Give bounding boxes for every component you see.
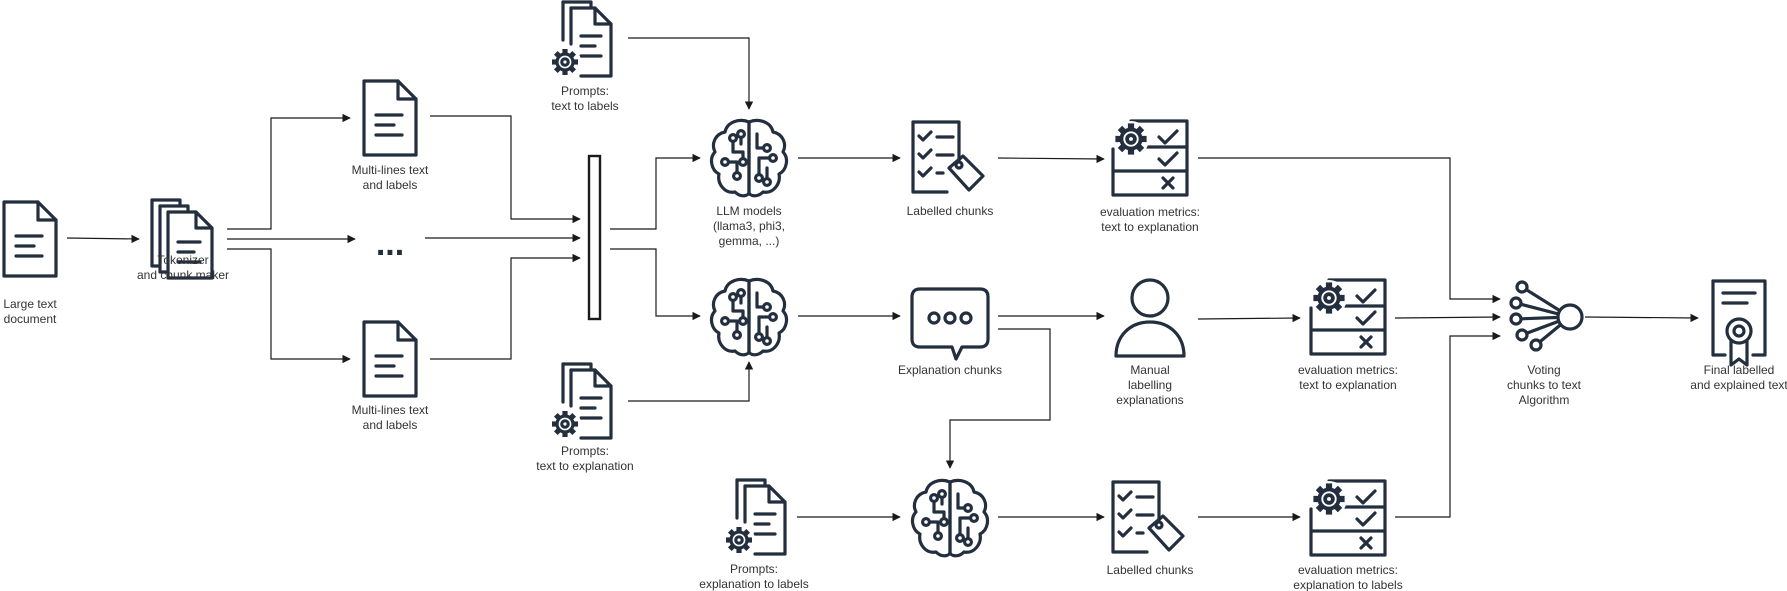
node-llm-explanation	[709, 277, 789, 357]
edges	[66, 37, 1699, 522]
ellipsis: ...	[376, 225, 404, 263]
user-icon	[1114, 278, 1186, 358]
node-large-text-document: Large text document	[2, 200, 58, 326]
label-line: explanations	[1116, 393, 1183, 407]
label-line: text to explanation	[1299, 378, 1396, 392]
node-labelled-chunks-top: Labelled chunks	[907, 120, 994, 218]
edge-prompts-to-llm-mid	[628, 361, 754, 402]
network-hub-icon	[1509, 280, 1584, 352]
edge-metrics-bottom-to-voting	[1395, 331, 1501, 518]
checklist-tag-icon	[1111, 480, 1185, 554]
node-final: Final labelled and explained text	[1690, 279, 1787, 392]
edge-voting-to-final	[1584, 313, 1699, 323]
node-eval-metrics-mid: evaluation metrics: text to explanation	[1298, 280, 1398, 392]
label-line: text to explanation	[1101, 220, 1198, 234]
metrics-gear-icon	[1113, 121, 1187, 195]
label-line: document	[4, 312, 57, 326]
label-line: evaluation metrics:	[1298, 363, 1398, 377]
label-line: Algorithm	[1519, 393, 1570, 407]
brain-circuit-icon	[709, 277, 789, 357]
label-line: chunks to text	[1507, 378, 1582, 392]
edge-explanation-to-llm-bottom	[945, 328, 1051, 469]
label-line: and chunk maker	[137, 268, 229, 282]
certificate-icon	[1711, 279, 1767, 367]
label-line: Prompts:	[561, 84, 609, 98]
node-eval-metrics-bottom: evaluation metrics: explanation to label…	[1293, 481, 1403, 591]
label-line: explanation to labels	[1293, 578, 1402, 591]
label-line: Explanation chunks	[898, 363, 1002, 377]
edge-top-to-bar	[430, 115, 581, 224]
edge-bottom-to-bar	[430, 253, 581, 360]
label-line: Final labelled	[1704, 363, 1775, 377]
node-llm-bottom	[910, 478, 990, 558]
label-line: labelling	[1128, 378, 1172, 392]
label-line: Multi-lines text	[352, 163, 429, 177]
label-line: LLM models	[716, 204, 781, 218]
node-prompts-text-to-labels: Prompts: text to labels	[549, 2, 619, 113]
label-line: text to labels	[551, 99, 618, 113]
metrics-gear-icon	[1311, 280, 1385, 354]
edge-tokenizer-to-top	[227, 113, 351, 230]
node-multiline-bottom: Multi-lines text and labels	[352, 320, 429, 432]
node-llm-models: LLM models (llama3, phi3, gemma, ...)	[709, 118, 789, 248]
edge-bar-to-llm-mid	[610, 248, 701, 321]
label-line: Multi-lines text	[352, 403, 429, 417]
label-line: Prompts:	[561, 444, 609, 458]
label-line: and labels	[363, 418, 418, 432]
brain-circuit-icon	[709, 118, 789, 198]
metrics-gear-icon	[1311, 481, 1385, 555]
label-line: gemma, ...)	[719, 234, 780, 248]
node-eval-metrics-top: evaluation metrics: text to explanation	[1100, 121, 1200, 234]
label-line: (llama3, phi3,	[713, 219, 785, 233]
node-multiline-top: Multi-lines text and labels	[352, 79, 429, 192]
label-line: Manual	[1130, 363, 1169, 377]
edge-bar-to-llm-top	[610, 153, 701, 230]
label-line: evaluation metrics:	[1100, 205, 1200, 219]
label-line: evaluation metrics:	[1298, 563, 1398, 577]
label-line: and explained text	[1690, 378, 1787, 392]
label-line: Tokenizer	[157, 253, 208, 267]
document-gear-icon	[549, 2, 611, 78]
document-icon	[362, 79, 418, 157]
label-line: Prompts:	[730, 562, 778, 576]
node-manual-labelling: Manual labelling explanations	[1114, 278, 1186, 407]
document-icon	[2, 200, 58, 278]
edge-prompts-to-llm-top	[628, 37, 754, 110]
node-labelled-chunks-bottom: Labelled chunks	[1107, 480, 1194, 577]
edge-manual-to-metrics	[1197, 313, 1301, 323]
label-line: Labelled chunks	[907, 204, 994, 218]
document-gear-icon	[549, 364, 611, 440]
document-stack-gear-icon	[723, 480, 785, 556]
node-voting: Voting chunks to text Algorithm	[1507, 280, 1584, 407]
node-prompts-text-to-explanation: Prompts: text to explanation	[536, 364, 634, 473]
edge-tokenizer-to-bottom	[227, 248, 351, 364]
node-tokenizer: Tokenizer and chunk maker	[137, 198, 229, 282]
label-line: text to explanation	[536, 459, 633, 473]
label-line: and labels	[363, 178, 418, 192]
label-line: Labelled chunks	[1107, 563, 1194, 577]
label-line: explanation to labels	[699, 577, 808, 591]
checklist-tag-icon	[911, 120, 985, 194]
chat-bubble-icon	[910, 287, 990, 361]
label-line: Voting	[1527, 363, 1560, 377]
edge-metrics-mid-to-voting	[1394, 312, 1501, 322]
edge-labelled-to-metrics	[997, 154, 1105, 164]
node-explanation-chunks: Explanation chunks	[898, 287, 1002, 377]
node-prompts-explanation-to-labels: Prompts: explanation to labels	[699, 480, 809, 591]
brain-circuit-icon	[910, 478, 990, 558]
edge-doc-to-tokenizer	[66, 234, 140, 244]
merge-bar	[587, 154, 602, 321]
label-line: Large text	[3, 297, 57, 311]
edge-metrics-top-to-voting	[1198, 157, 1501, 304]
document-icon	[362, 320, 418, 398]
